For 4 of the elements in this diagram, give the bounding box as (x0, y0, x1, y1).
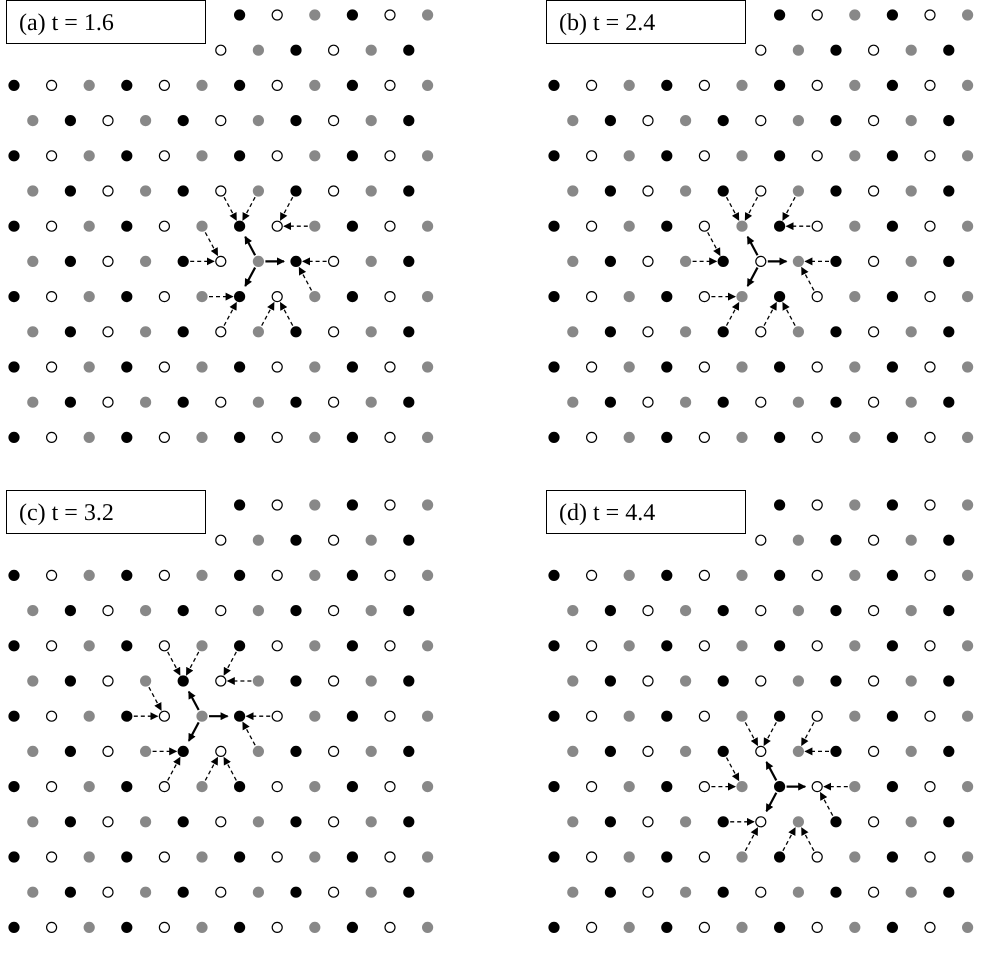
panel-label: (a) t = 1.6 (6, 0, 206, 44)
panel-label: (d) t = 4.4 (546, 490, 746, 534)
panel-label: (b) t = 2.4 (546, 0, 746, 44)
panel-label: (c) t = 3.2 (6, 490, 206, 534)
